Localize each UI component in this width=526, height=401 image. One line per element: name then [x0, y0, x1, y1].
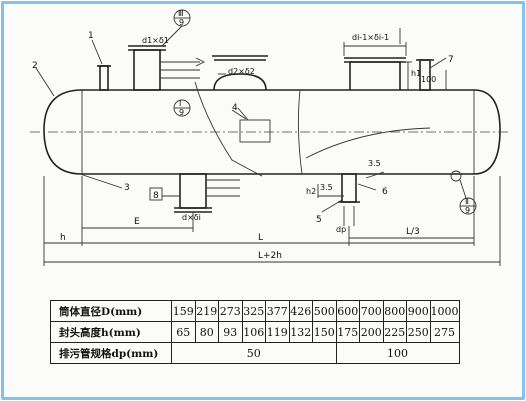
nozzle-d2-label: d2×δ2 — [228, 67, 255, 76]
spec-cell: 50 — [171, 342, 337, 364]
dim-E: E — [134, 217, 140, 227]
part-5-label: 5 — [316, 215, 322, 225]
spec-cell: 106 — [241, 321, 266, 343]
part-2-label: 2 — [32, 61, 38, 71]
spec-row-label: 封头高度h(mm) — [50, 321, 172, 343]
spec-cell: 132 — [288, 321, 313, 343]
right-small-nozzle — [404, 59, 434, 91]
detail-top-number: Ⅲ — [178, 9, 184, 18]
spec-cell: 1000 — [429, 300, 460, 322]
detail-mid-sheet: 9 — [179, 108, 184, 117]
part-7-label: 7 — [448, 55, 454, 65]
spec-cell: 426 — [288, 300, 313, 322]
spec-cell: 175 — [335, 321, 360, 343]
nozzle-d1-label: d1×δ1 — [142, 36, 169, 45]
dim-3-5-upper: 3.5 — [368, 159, 381, 168]
top-nozzle-left — [128, 45, 206, 91]
dim-dp: dp — [336, 225, 346, 234]
dim-h: h — [60, 233, 66, 243]
spec-cell: 275 — [429, 321, 460, 343]
dim-h2: h2 — [306, 187, 316, 196]
spec-cell: 800 — [382, 300, 407, 322]
part-1-label: 1 — [88, 31, 94, 41]
inner-plate — [239, 119, 271, 143]
spec-cell: 100 — [335, 342, 460, 364]
detail-top-sheet: 9 — [179, 18, 184, 27]
drain-nozzle — [317, 171, 385, 226]
part-3-label: 3 — [124, 183, 130, 193]
spec-cell: 200 — [359, 321, 384, 343]
top-nozzle-right — [343, 42, 407, 90]
spec-cell: 325 — [241, 300, 266, 322]
detail-mid-number: Ⅰ — [179, 99, 181, 108]
dim-L-plus-2h: L+2h — [258, 251, 282, 261]
detail-right-sheet: 9 — [465, 206, 470, 215]
part-8-label: 8 — [153, 191, 159, 201]
part-6-label: 6 — [382, 187, 388, 197]
dimensions — [43, 28, 501, 266]
spec-cell: 250 — [406, 321, 431, 343]
spec-cell: 500 — [312, 300, 337, 322]
bottom-nozzle-left — [174, 173, 240, 213]
spec-cell: 900 — [406, 300, 431, 322]
spec-cell: 700 — [359, 300, 384, 322]
spec-cell: 219 — [194, 300, 219, 322]
spec-cell: 600 — [335, 300, 360, 322]
dim-100: 100 — [421, 75, 436, 84]
dim-h1: h1 — [411, 69, 421, 78]
spec-cell: 150 — [312, 321, 337, 343]
nozzle-di-label: di-1×δi-1 — [352, 33, 389, 42]
detail-right-number: Ⅱ — [465, 197, 469, 206]
spec-cell: 80 — [194, 321, 219, 343]
spec-cell: 225 — [382, 321, 407, 343]
spec-row-label: 筒体直径D(mm) — [50, 300, 172, 322]
leaders — [35, 39, 447, 213]
spec-cell: 65 — [171, 321, 196, 343]
top-nozzle-middle — [212, 55, 268, 91]
nozzle-bottom-label: d×δi — [182, 213, 201, 222]
detail-callouts — [161, 9, 477, 215]
spec-cell: 377 — [265, 300, 290, 322]
spec-cell: 93 — [218, 321, 243, 343]
part-4-label: 4 — [232, 103, 238, 113]
spec-row-label: 排污管规格dp(mm) — [50, 342, 172, 364]
vent-nozzle — [97, 65, 111, 91]
spec-cell: 119 — [265, 321, 290, 343]
dim-3-5-lower: 3.5 — [320, 183, 333, 192]
dim-L-third: L/3 — [406, 227, 420, 237]
spec-cell: 273 — [218, 300, 243, 322]
spec-cell: 159 — [171, 300, 196, 322]
dim-L: L — [258, 233, 263, 243]
